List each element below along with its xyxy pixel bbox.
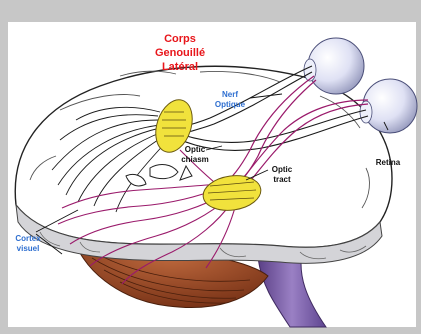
label-retina: Retina: [376, 158, 401, 167]
frame-bottom: [0, 327, 421, 334]
label-chiasm-line1: Optic: [185, 145, 206, 154]
label-nerf-line1: Nerf: [222, 90, 238, 99]
label-nerf-line2: Optique: [215, 100, 246, 109]
label-cortex-line2: visuel: [17, 244, 40, 253]
frame-top: [0, 0, 421, 22]
label-chiasm-line2: chiasm: [181, 155, 209, 164]
label-corps-line1: Corps: [164, 33, 196, 45]
label-tract-line1: Optic: [272, 165, 293, 174]
frame-left: [0, 0, 8, 334]
label-tract-line2: tract: [273, 175, 291, 184]
label-corps-line3: Latéral: [162, 61, 198, 73]
label-cortex-line1: Cortex: [15, 234, 41, 243]
frame-right: [416, 0, 421, 334]
label-corps-line2: Genouillé: [155, 47, 205, 59]
